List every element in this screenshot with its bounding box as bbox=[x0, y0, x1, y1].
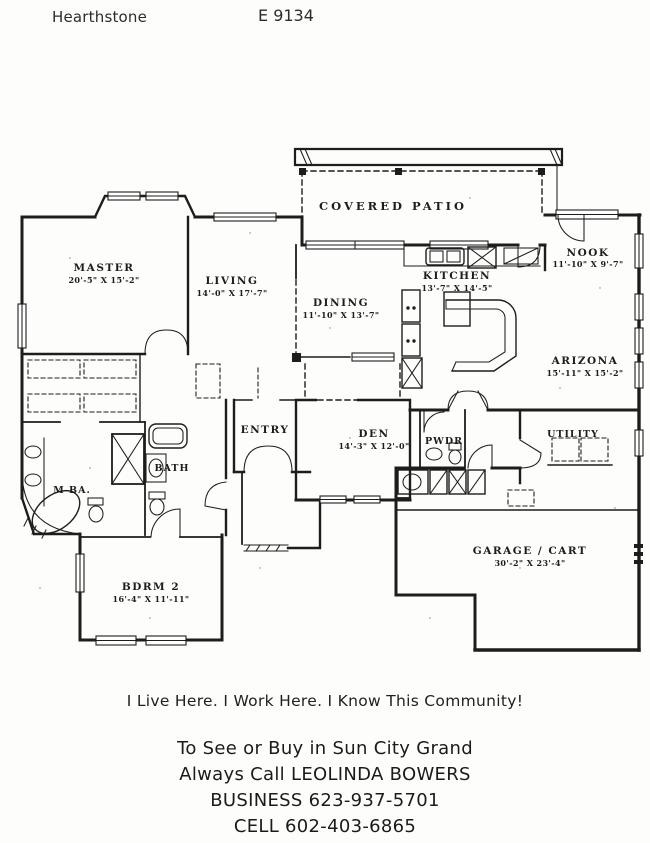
room-dims-kitchen: 13'-7" X 14'-5" bbox=[421, 283, 492, 293]
scan-speckles bbox=[39, 197, 616, 619]
room-label-den: DEN bbox=[358, 428, 389, 440]
room-label-bdrm2: BDRM 2 bbox=[122, 581, 180, 593]
contact-line-1: To See or Buy in Sun City Grand bbox=[177, 738, 473, 759]
room-label-garage: GARAGE / CART bbox=[473, 545, 587, 557]
plan-model-code: E 9134 bbox=[258, 6, 314, 25]
room-label-arizona: ARIZONA bbox=[551, 355, 619, 367]
room-label-master-bath: M BA. bbox=[53, 485, 91, 496]
room-label-nook: NOOK bbox=[566, 247, 609, 259]
room-labels: COVERED PATIO MASTER 20'-5" X 15'-2" LIV… bbox=[53, 199, 623, 604]
room-dims-den: 14'-3" X 12'-0" bbox=[338, 441, 409, 451]
patio-structure bbox=[293, 147, 564, 246]
windows bbox=[17, 191, 644, 646]
room-label-living: LIVING bbox=[206, 275, 259, 287]
realtor-tagline: I Live Here. I Work Here. I Know This Co… bbox=[126, 692, 524, 710]
doors bbox=[144, 214, 585, 538]
fixtures bbox=[21, 246, 613, 552]
room-label-pwdr: PWDR bbox=[425, 436, 463, 447]
room-dims-bdrm2: 16'-4" X 11'-11" bbox=[112, 594, 189, 604]
room-label-bath: BATH bbox=[155, 463, 190, 474]
contact-line-cell-phone: CELL 602-403-6865 bbox=[233, 816, 417, 837]
room-dims-garage: 30'-2" X 23'-4" bbox=[494, 558, 565, 568]
room-label-covered-patio: COVERED PATIO bbox=[319, 199, 467, 213]
contact-line-2: Always Call LEOLINDA BOWERS bbox=[179, 764, 471, 785]
realtor-contact-block: To See or Buy in Sun City Grand Always C… bbox=[0, 736, 650, 840]
room-dims-nook: 11'-10" X 9'-7" bbox=[552, 259, 623, 269]
community-name: Hearthstone bbox=[52, 8, 148, 26]
floor-plan-drawing: COVERED PATIO MASTER 20'-5" X 15'-2" LIV… bbox=[17, 147, 644, 652]
room-label-entry: ENTRY bbox=[241, 424, 290, 436]
room-dims-living: 14'-0" X 17'-7" bbox=[196, 288, 267, 298]
room-dims-dining: 11'-10" X 13'-7" bbox=[302, 310, 379, 320]
interior-walls bbox=[20, 215, 466, 536]
room-dims-master: 20'-5" X 15'-2" bbox=[68, 275, 139, 285]
room-label-master: MASTER bbox=[74, 262, 135, 274]
room-label-utility: UTILITY bbox=[547, 429, 599, 440]
contact-line-business-phone: BUSINESS 623-937-5701 bbox=[210, 790, 440, 811]
room-label-dining: DINING bbox=[313, 297, 369, 309]
room-dims-arizona: 15'-11" X 15'-2" bbox=[546, 368, 623, 378]
room-label-kitchen: KITCHEN bbox=[423, 270, 491, 282]
